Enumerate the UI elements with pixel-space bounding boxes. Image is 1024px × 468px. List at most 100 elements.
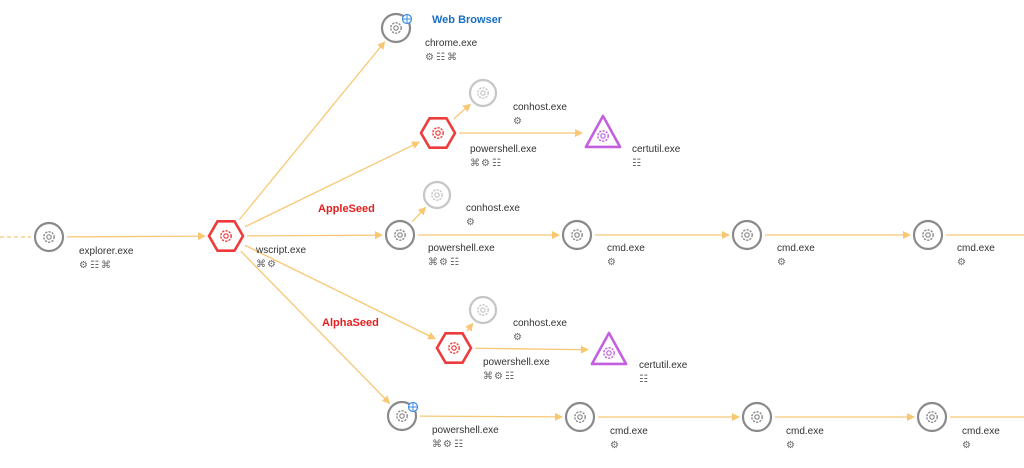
- process-circle-icon: [564, 401, 596, 433]
- process-node-cmd2a[interactable]: cmd.exe⚙: [561, 219, 645, 268]
- gear-icon: [448, 342, 460, 354]
- process-circle-icon: [561, 219, 593, 251]
- process-node-ps1[interactable]: powershell.exe⌘⚙☷: [419, 117, 537, 169]
- process-node-certutil1[interactable]: certutil.exe ☷: [584, 114, 681, 169]
- process-name-label: cmd.exe: [957, 243, 995, 254]
- gear-icon: ⚙: [79, 260, 88, 271]
- process-name-label: conhost.exe: [513, 318, 567, 329]
- process-node-conhost1[interactable]: conhost.exe ⚙: [468, 78, 567, 127]
- gear-icon: [603, 347, 615, 359]
- file-icon: ☷: [492, 158, 501, 169]
- process-node-cmd2b[interactable]: cmd.exe⚙: [731, 219, 815, 268]
- gear-icon: [751, 411, 763, 423]
- process-node-ps2[interactable]: powershell.exe⌘⚙☷: [384, 219, 495, 268]
- process-node-conhost2[interactable]: conhost.exe⚙: [422, 180, 520, 228]
- gear-icon: [394, 229, 406, 241]
- process-node-ps4[interactable]: powershell.exe ⌘⚙☷: [386, 400, 499, 450]
- edge-ps3-to-conhost3: [465, 322, 474, 332]
- edge-ps4-to-cmd4a: [419, 412, 564, 421]
- command-icon: ⌘: [432, 439, 442, 450]
- process-name-label: powershell.exe: [470, 144, 537, 155]
- gear-icon: [597, 130, 609, 142]
- gear-icon: ⚙: [962, 440, 971, 451]
- process-node-cmd4b[interactable]: cmd.exe ⚙: [741, 401, 824, 451]
- process-name-label: explorer.exe: [79, 246, 134, 257]
- process-circle-icon: [912, 219, 944, 251]
- gear-icon: [396, 410, 408, 422]
- edge-ps1-to-conhost1: [453, 103, 472, 120]
- command-icon: ⌘: [470, 158, 480, 169]
- gear-icon: [390, 22, 402, 34]
- malicious-hexagon-icon: [207, 220, 245, 252]
- process-node-cmd4a[interactable]: cmd.exe ⚙: [564, 401, 648, 451]
- process-name-label: cmd.exe: [610, 426, 648, 437]
- file-icon: ☷: [454, 439, 463, 450]
- edge-wscript-to-ps1: [244, 141, 421, 228]
- gear-icon: ⚙: [513, 332, 522, 343]
- gear-icon: ⚙: [481, 158, 490, 169]
- gear-icon: ⚙: [425, 52, 434, 63]
- network-badge-icon: [401, 13, 413, 25]
- file-icon: ☷: [639, 374, 648, 385]
- process-circle-icon: [731, 219, 763, 251]
- process-node-conhost3[interactable]: conhost.exe ⚙: [468, 295, 567, 343]
- gear-icon: [432, 127, 444, 139]
- command-icon: ⌘: [256, 259, 266, 270]
- gear-icon: ⚙: [786, 440, 795, 451]
- gear-icon: ⚙: [957, 257, 966, 268]
- appleseed-label: AppleSeed: [318, 203, 375, 215]
- process-name-label: powershell.exe: [483, 357, 550, 368]
- process-circle-icon: [468, 295, 498, 325]
- edge-wscript-to-ps4: [240, 250, 391, 404]
- process-node-cmd2c[interactable]: cmd.exe ⚙: [912, 219, 995, 268]
- file-icon: ☷: [450, 257, 459, 268]
- gear-icon: [431, 189, 443, 201]
- process-name-label: certutil.exe: [639, 360, 688, 371]
- gear-icon: [571, 229, 583, 241]
- gear-icon: [477, 87, 489, 99]
- edge-wscript-to-ps2: [246, 231, 384, 240]
- gear-icon: ⚙: [439, 257, 448, 268]
- gear-icon: ⚙: [443, 439, 452, 450]
- process-name-label: cmd.exe: [786, 426, 824, 437]
- process-name-label: cmd.exe: [607, 243, 645, 254]
- process-name-label: certutil.exe: [632, 144, 681, 155]
- command-icon: ⌘: [428, 257, 438, 268]
- gear-icon: ⚙: [267, 259, 276, 270]
- process-name-label: cmd.exe: [777, 243, 815, 254]
- file-icon: ☷: [632, 158, 641, 169]
- process-circle-icon: [916, 401, 948, 433]
- process-node-chrome[interactable]: chrome.exe⚙☷⌘: [380, 12, 478, 63]
- gear-icon: ⚙: [494, 371, 503, 382]
- process-name-label: powershell.exe: [432, 425, 499, 436]
- edge-explorer-to-wscript: [66, 232, 207, 241]
- gear-icon: ⚙: [513, 116, 522, 127]
- gear-icon: [220, 230, 232, 242]
- process-name-label: cmd.exe: [962, 426, 1000, 437]
- gear-icon: [574, 411, 586, 423]
- command-icon: ⌘: [483, 371, 493, 382]
- gear-icon: [922, 229, 934, 241]
- process-circle-icon: [468, 78, 498, 108]
- malicious-hexagon-icon: [435, 331, 473, 365]
- process-circle-icon: [422, 180, 452, 210]
- process-node-wscript[interactable]: wscript.exe⌘⚙: [207, 220, 306, 270]
- gear-icon: ⚙: [610, 440, 619, 451]
- process-node-certutil3[interactable]: certutil.exe ☷: [590, 331, 688, 385]
- edge-wscript-to-chrome: [238, 41, 386, 221]
- process-node-cmd4c[interactable]: cmd.exe ⚙: [916, 401, 1000, 451]
- file-icon: ☷: [505, 371, 514, 382]
- malicious-hexagon-icon: [419, 117, 457, 149]
- process-node-ps3[interactable]: powershell.exe⌘⚙☷: [435, 331, 550, 382]
- file-icon: ☷: [436, 52, 445, 63]
- process-node-explorer[interactable]: explorer.exe⚙☷⌘: [33, 221, 134, 271]
- process-circle-icon: [741, 401, 773, 433]
- command-icon: ⌘: [447, 52, 457, 63]
- process-circle-icon: [33, 221, 65, 253]
- edges-layer: [0, 41, 1024, 421]
- tags-layer: Web Browser AppleSeed AlphaSeed: [318, 14, 503, 329]
- process-name-label: conhost.exe: [513, 102, 567, 113]
- edge-wscript-to-ps3: [244, 244, 437, 340]
- edge-ps3-to-certutil3: [474, 345, 590, 354]
